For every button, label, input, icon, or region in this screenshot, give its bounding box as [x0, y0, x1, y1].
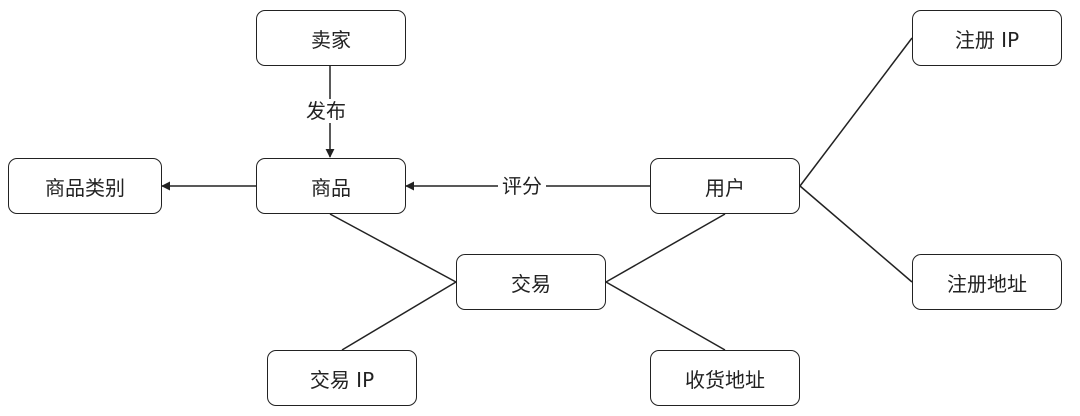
node-seller: 卖家 [256, 10, 406, 66]
node-trade: 交易 [456, 254, 606, 310]
edge-user-reg-address [799, 185, 913, 283]
edge-trade-ship-address [605, 281, 726, 351]
node-reg-address: 注册地址 [912, 254, 1062, 310]
edge-product-trade [329, 213, 457, 283]
node-ship-address: 收货地址 [650, 350, 800, 406]
node-category: 商品类别 [8, 158, 162, 214]
edge-label-publish: 发布 [302, 99, 350, 123]
edge-user-reg-ip [799, 37, 913, 187]
node-product: 商品 [256, 158, 406, 214]
edge-trade-user [605, 213, 726, 283]
node-trade-ip: 交易 IP [267, 350, 417, 406]
edge-label-rating: 评分 [498, 174, 546, 198]
edge-trade-trade-ip [341, 281, 457, 351]
node-user: 用户 [650, 158, 800, 214]
node-reg-ip: 注册 IP [912, 10, 1062, 66]
